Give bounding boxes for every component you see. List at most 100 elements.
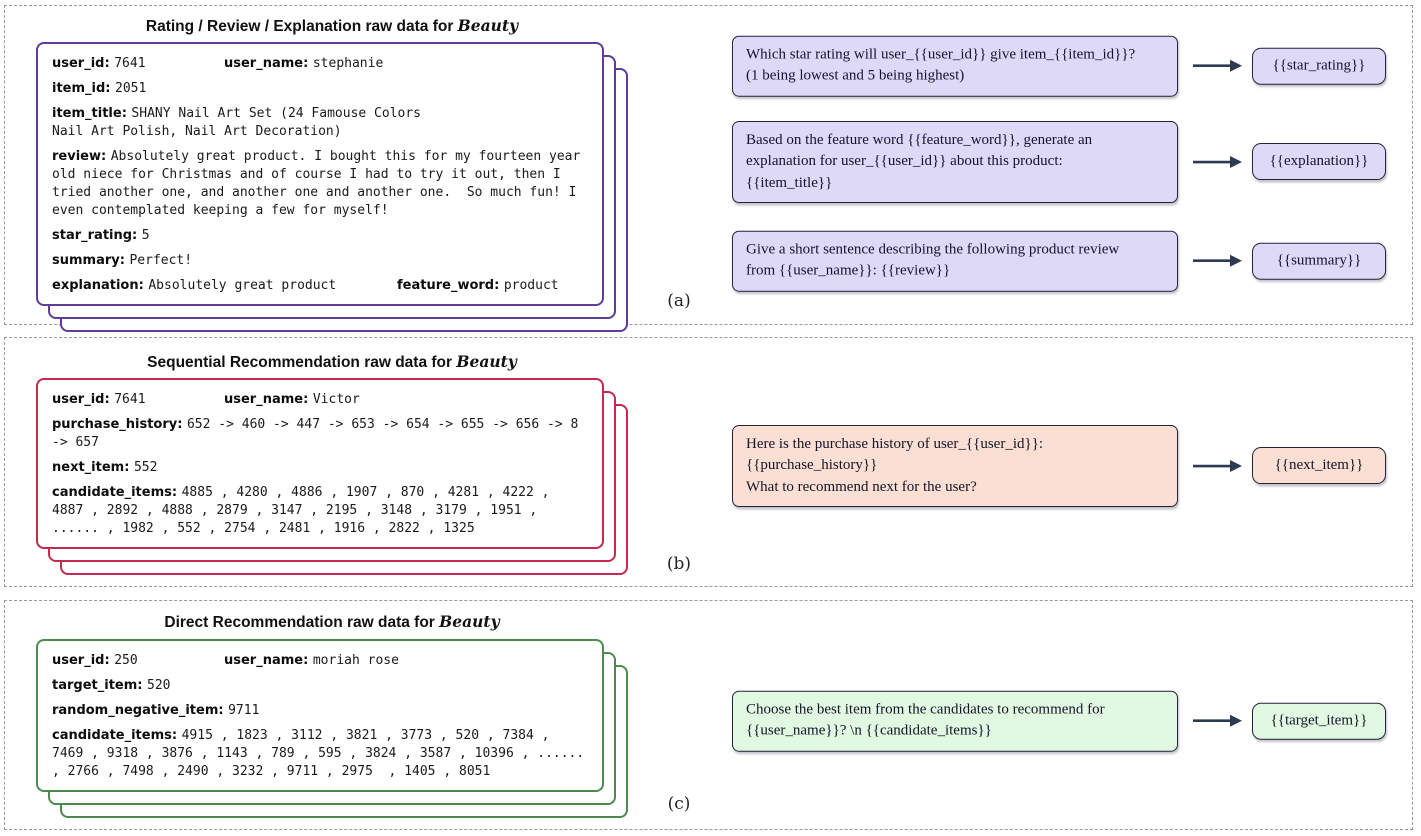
arrow-icon	[1192, 59, 1242, 73]
output-box: {{explanation}}	[1252, 143, 1386, 181]
card-row: random_negative_item: 9711	[52, 701, 588, 719]
field-candidate_items: candidate_items: 4915 , 1823 , 3112 , 38…	[52, 726, 592, 779]
subfigure-label: (c)	[667, 794, 691, 814]
panel-title: Sequential Recommendation raw data for B…	[36, 352, 628, 372]
field-value: 552	[133, 460, 158, 475]
field-label: feature_word:	[397, 278, 504, 293]
field-value: 4915 , 1823 , 3112 , 3821 , 3773 , 520 ,…	[52, 728, 593, 779]
field-value: moriah rose	[312, 653, 399, 668]
prompt-row: Which star rating will user_{{user_id}} …	[732, 35, 1386, 97]
field-star_rating: star_rating: 5	[52, 226, 150, 243]
output-box: {{target_item}}	[1252, 702, 1386, 740]
field-value: Absolutely great product	[148, 278, 337, 293]
field-label: explanation:	[52, 278, 149, 293]
field-user_name: user_name: Victor	[224, 390, 360, 407]
field-review: review: Absolutely great product. I boug…	[52, 147, 588, 218]
field-value: product	[503, 278, 559, 293]
card-row: next_item: 552	[52, 458, 588, 476]
prompt-row: Based on the feature word {{feature_word…	[732, 121, 1386, 203]
field-summary: summary: Perfect!	[52, 251, 192, 268]
arrow-icon	[1192, 459, 1242, 473]
field-label: item_title:	[52, 106, 132, 121]
field-value: 7641	[114, 392, 146, 407]
field-label: purchase_history:	[52, 417, 187, 432]
panel-sequential-recommendation: Sequential Recommendation raw data for B…	[4, 337, 1413, 587]
field-label: target_item:	[52, 678, 147, 693]
field-value: 250	[114, 653, 138, 668]
field-random_negative_item: random_negative_item: 9711	[52, 701, 259, 718]
field-value: 2051	[115, 81, 147, 96]
field-user_id: user_id: 250	[52, 651, 224, 669]
prompt-box: Based on the feature word {{feature_word…	[732, 121, 1178, 203]
card-row: candidate_items: 4915 , 1823 , 3112 , 38…	[52, 726, 588, 780]
field-label: star_rating:	[52, 228, 142, 243]
field-next_item: next_item: 552	[52, 458, 157, 475]
card-row: purchase_history: 652 -> 460 -> 447 -> 6…	[52, 415, 588, 451]
dataset-name: Beauty	[456, 352, 517, 371]
field-value: 4885 , 4280 , 4886 , 1907 , 870 , 4281 ,…	[52, 485, 558, 536]
field-value: stephanie	[312, 56, 384, 71]
field-target_item: target_item: 520	[52, 676, 170, 693]
field-user_id: user_id: 7641	[52, 54, 224, 72]
card-row: target_item: 520	[52, 676, 588, 694]
panel-title: Rating / Review / Explanation raw data f…	[36, 16, 628, 36]
panel-rating-review-explanation: Rating / Review / Explanation raw data f…	[4, 5, 1413, 332]
field-value: 9711	[228, 703, 260, 718]
panel-title: Direct Recommendation raw data for Beaut…	[36, 612, 628, 632]
card-row: summary: Perfect!	[52, 251, 588, 269]
field-value: SHANY Nail Art Set (24 Famouse Colors Na…	[52, 106, 422, 139]
prompt-box: Choose the best item from the candidates…	[732, 690, 1178, 752]
field-user_name: user_name: stephanie	[224, 54, 383, 71]
arrow-icon	[1192, 155, 1242, 169]
field-label: candidate_items:	[52, 485, 182, 500]
field-value: 7641	[114, 56, 146, 71]
prompt-row: Choose the best item from the candidates…	[732, 690, 1386, 752]
prompt-box: Which star rating will user_{{user_id}} …	[732, 35, 1178, 97]
prompt-box: Here is the purchase history of user_{{u…	[732, 425, 1178, 507]
field-label: review:	[52, 149, 111, 164]
field-value: 652 -> 460 -> 447 -> 653 -> 654 -> 655 -…	[52, 417, 587, 450]
field-value: Absolutely great product. I bought this …	[52, 149, 589, 218]
prompt-row: Give a short sentence describing the fol…	[732, 230, 1386, 292]
field-label: summary:	[52, 253, 130, 268]
field-value: 520	[147, 678, 171, 693]
card-row: candidate_items: 4885 , 4280 , 4886 , 19…	[52, 483, 588, 537]
subfigure-label: (b)	[666, 554, 692, 574]
card-row: user_id: 7641 user_name: Victor	[52, 390, 588, 408]
card-row: review: Absolutely great product. I boug…	[52, 147, 588, 219]
field-label: next_item:	[52, 460, 134, 475]
field-label: user_name:	[224, 653, 313, 668]
panel-title-text: Direct Recommendation raw data for	[164, 614, 435, 631]
card-row: item_id: 2051	[52, 79, 588, 97]
field-label: user_name:	[224, 392, 313, 407]
panel-direct-recommendation: Direct Recommendation raw data for Beaut…	[4, 600, 1413, 830]
field-label: candidate_items:	[52, 728, 182, 743]
field-feature_word: feature_word: product	[397, 276, 559, 293]
arrow-icon	[1192, 254, 1242, 268]
field-purchase_history: purchase_history: 652 -> 460 -> 447 -> 6…	[52, 415, 586, 450]
prompt-column: Choose the best item from the candidates…	[5, 601, 1412, 829]
arrow-icon	[1192, 714, 1242, 728]
card-row: item_title: SHANY Nail Art Set (24 Famou…	[52, 104, 588, 140]
field-label: user_id:	[52, 56, 115, 71]
field-explanation: explanation: Absolutely great product	[52, 276, 397, 294]
panel-title-text: Sequential Recommendation raw data for	[147, 354, 453, 371]
field-value: 5	[141, 228, 150, 243]
field-user_name: user_name: moriah rose	[224, 651, 399, 668]
field-label: user_id:	[52, 392, 115, 407]
panel-title-text: Rating / Review / Explanation raw data f…	[145, 18, 454, 35]
field-candidate_items: candidate_items: 4885 , 4280 , 4886 , 19…	[52, 483, 557, 536]
field-item_title: item_title: SHANY Nail Art Set (24 Famou…	[52, 104, 421, 139]
subfigure-label: (a)	[667, 291, 691, 311]
field-label: user_name:	[224, 56, 313, 71]
field-item_id: item_id: 2051	[52, 79, 146, 96]
field-label: user_id:	[52, 653, 115, 668]
field-label: item_id:	[52, 81, 116, 96]
card-row: star_rating: 5	[52, 226, 588, 244]
